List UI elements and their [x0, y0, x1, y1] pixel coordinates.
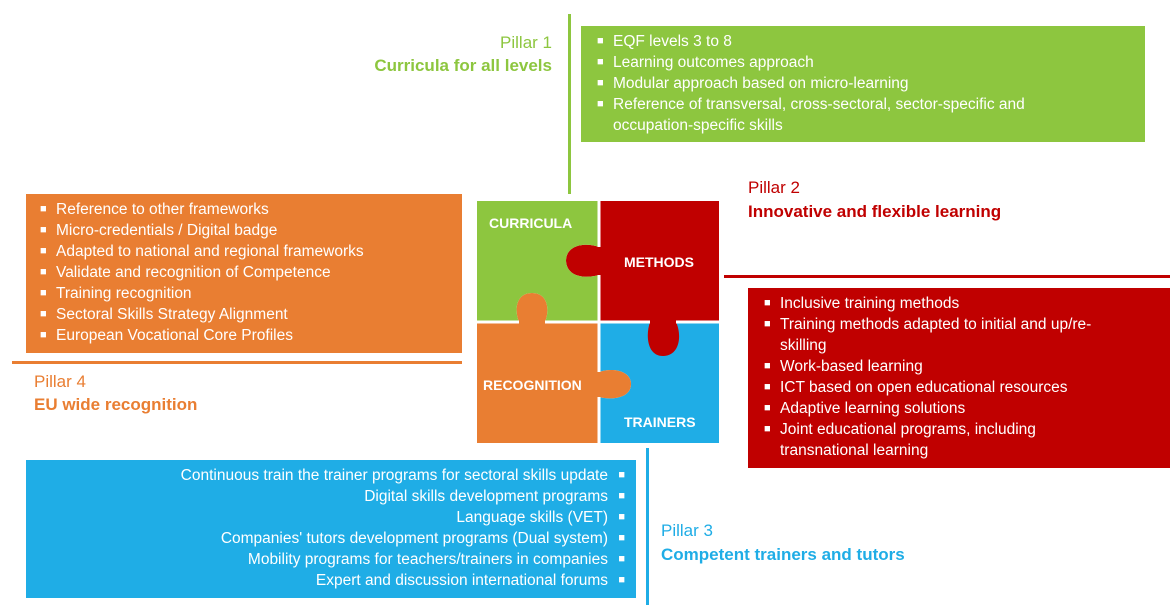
bullet-icon: ■ — [40, 329, 47, 341]
list-item: ■ Adaptive learning solutions — [758, 398, 1160, 419]
bullet-icon: ■ — [618, 574, 625, 586]
bullet-icon: ■ — [597, 56, 604, 68]
list-item-text: Adapted to national and regional framewo… — [56, 243, 364, 260]
list-item-text: Continuous train the trainer programs fo… — [180, 467, 608, 484]
list-item-text: Training methods adapted to initial and … — [780, 316, 1092, 354]
list-item: ■ European Vocational Core Profiles — [34, 325, 454, 346]
bullet-icon: ■ — [764, 402, 771, 414]
list-item-text: Reference to other frameworks — [56, 201, 269, 218]
list-item-text: Inclusive training methods — [780, 295, 960, 312]
bullet-icon: ■ — [597, 77, 604, 89]
puzzle-piece-curricula — [477, 201, 599, 322]
pillar2-number: Pillar 2 — [748, 178, 800, 197]
list-item: Mobility programs for teachers/trainers … — [36, 549, 630, 570]
pillar1-box: ■ EQF levels 3 to 8 ■ Learning outcomes ap… — [581, 26, 1145, 142]
list-item-text: Modular approach based on micro-learning — [613, 75, 909, 92]
list-item-text: Expert and discussion international foru… — [315, 572, 608, 589]
list-item-text: Companies' tutors development programs (… — [220, 530, 608, 547]
list-item: ■ Work-based learning — [758, 356, 1160, 377]
list-item: ■ EQF levels 3 to 8 — [591, 31, 1135, 52]
bullet-icon: ■ — [597, 35, 604, 47]
pillar3-box: Continuous train the trainer programs fo… — [26, 460, 636, 598]
puzzle-piece-methods — [566, 201, 719, 357]
puzzle-label-curricula: CURRICULA — [489, 215, 572, 231]
bullet-icon: ■ — [40, 308, 47, 320]
pillar3-number: Pillar 3 — [661, 521, 713, 540]
pillar1-divider-line — [568, 14, 571, 194]
list-item-text: Micro-credentials / Digital badge — [56, 222, 278, 239]
pillar4-box: ■ Reference to other frameworks ■ Micro-cr… — [26, 194, 462, 353]
bullet-icon: ■ — [40, 266, 47, 278]
list-item: ■ Learning outcomes approach — [591, 52, 1135, 73]
list-item: ■ Training recognition — [34, 283, 454, 304]
list-item: Language skills (VET) ■ — [36, 507, 630, 528]
bullet-icon: ■ — [764, 423, 771, 435]
puzzle-piece-trainers — [599, 322, 719, 443]
pillar2-divider-line — [724, 275, 1170, 278]
pillar1-number: Pillar 1 — [500, 33, 552, 52]
pillar4-divider-line — [12, 361, 462, 364]
list-item: ■ Training methods adapted to initial and… — [758, 314, 1160, 356]
puzzle-label-trainers: TRAINERS — [624, 414, 696, 430]
bullet-icon: ■ — [40, 203, 47, 215]
bullet-icon: ■ — [764, 318, 771, 330]
list-item: ■ Inclusive training methods — [758, 293, 1160, 314]
list-item: ■ Adapted to national and regional framew… — [34, 241, 454, 262]
bullet-icon: ■ — [618, 553, 625, 565]
bullet-icon: ■ — [40, 245, 47, 257]
bullet-icon: ■ — [597, 98, 604, 110]
list-item: Digital skills development programs ■ — [36, 486, 630, 507]
pillar3-title: Competent trainers and tutors — [661, 545, 905, 564]
pillar4-title: EU wide recognition — [34, 395, 198, 414]
list-item-text: Digital skills development programs — [364, 488, 608, 505]
list-item-text: Work-based learning — [780, 358, 923, 375]
list-item-text: Validate and recognition of Competence — [56, 264, 331, 281]
list-item-text: Joint educational programs, including tr… — [780, 421, 1036, 459]
list-item-text: Adaptive learning solutions — [780, 400, 966, 417]
pillar3-divider-line — [646, 448, 649, 605]
puzzle-graphic: CURRICULA METHODS RECOGNITION TRAINERS — [477, 201, 719, 443]
list-item: ■ Modular approach based on micro-learnin… — [591, 73, 1135, 94]
list-item: ■ ICT based on open educational resources — [758, 377, 1160, 398]
list-item-text: EQF levels 3 to 8 — [613, 33, 732, 50]
bullet-icon: ■ — [40, 224, 47, 236]
puzzle-label-methods: METHODS — [624, 254, 694, 270]
list-item: Continuous train the trainer programs fo… — [36, 465, 630, 486]
list-item-text: European Vocational Core Profiles — [56, 327, 293, 344]
bullet-icon: ■ — [40, 287, 47, 299]
pillar4-number: Pillar 4 — [34, 372, 86, 391]
pillar1-title: Curricula for all levels — [374, 56, 552, 75]
list-item: ■ Micro-credentials / Digital badge — [34, 220, 454, 241]
list-item: ■ Validate and recognition of Competence — [34, 262, 454, 283]
list-item-text: Mobility programs for teachers/trainers … — [247, 551, 608, 568]
puzzle-label-recognition: RECOGNITION — [483, 377, 582, 393]
pillar2-box: ■ Inclusive training methods ■ Training me… — [748, 288, 1170, 468]
list-item-text: ICT based on open educational resources — [780, 379, 1068, 396]
list-item-text: Language skills (VET) — [456, 509, 608, 526]
list-item: ■ Sectoral Skills Strategy Alignment — [34, 304, 454, 325]
bullet-icon: ■ — [764, 360, 771, 372]
bullet-icon: ■ — [618, 490, 625, 502]
bullet-icon: ■ — [764, 297, 771, 309]
list-item: ■ Reference to other frameworks — [34, 199, 454, 220]
bullet-icon: ■ — [764, 381, 771, 393]
puzzle-piece-recognition — [477, 293, 632, 443]
list-item: Expert and discussion international foru… — [36, 570, 630, 591]
list-item-text: Sectoral Skills Strategy Alignment — [56, 306, 288, 323]
list-item-text: Training recognition — [56, 285, 192, 302]
list-item: ■ Joint educational programs, including t… — [758, 419, 1160, 461]
bullet-icon: ■ — [618, 511, 625, 523]
list-item: ■ Reference of transversal, cross-sectora… — [591, 94, 1135, 136]
list-item-text: Learning outcomes approach — [613, 54, 814, 71]
pillar2-title: Innovative and flexible learning — [748, 202, 1002, 221]
bullet-icon: ■ — [618, 469, 625, 481]
list-item-text: Reference of transversal, cross-sectoral… — [613, 96, 1025, 134]
bullet-icon: ■ — [618, 532, 625, 544]
list-item: Companies' tutors development programs (… — [36, 528, 630, 549]
